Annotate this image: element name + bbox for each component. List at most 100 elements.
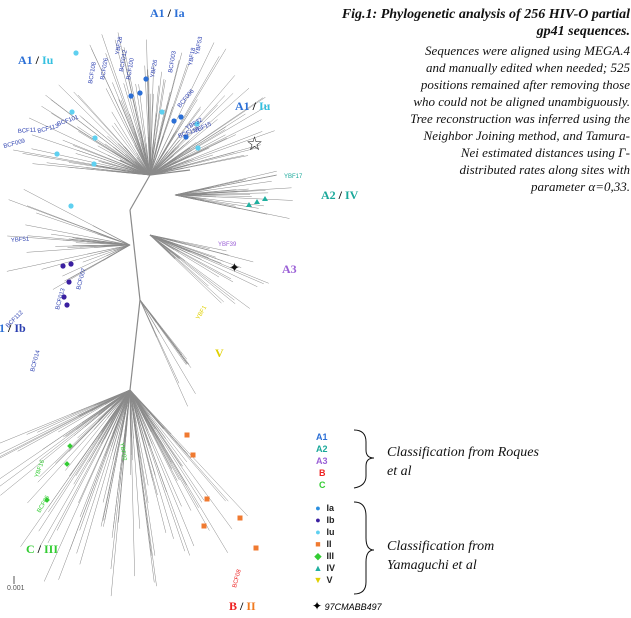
tree-branch [69,445,110,551]
tree-branch [78,429,113,503]
tree-branch [111,125,137,158]
clade-label-a3: A3 [282,262,297,277]
tree-branch [75,242,112,245]
tree-branch [73,422,111,485]
tree-branch [131,455,135,577]
tree-branch [174,194,205,201]
tree-branch [32,163,109,172]
clade-major: A1 [18,53,33,67]
tree-branch [74,405,111,436]
clade-major: A3 [282,262,297,276]
tree-branch [150,93,154,147]
tree-branch [152,85,159,144]
reference-strain-marker-icon: ✦ [229,261,240,276]
tip-marker [204,496,210,502]
clade-minor: IV [345,188,359,202]
tree-branch [26,247,94,253]
clade-label-b-ii: B / II [229,599,256,613]
reference-strain-icon: ✦ [312,599,323,613]
tip-marker [66,279,72,285]
tree-branch [111,111,137,154]
tree-branch [138,125,151,176]
tree-branch [163,428,226,502]
tree-branches [0,32,293,597]
legend-item: ● Iu [312,526,335,538]
tip-marker [143,76,149,82]
tree-branch [97,389,131,440]
tree-branch [149,234,177,241]
tree-branch [165,438,233,530]
tree-branch [139,299,159,324]
taxon-label: BCF026 [100,57,110,80]
tree-branch [175,258,224,303]
tree-branch [188,144,261,165]
tree-branch [156,337,188,407]
figure-caption: Fig.1: Phylogenetic analysis of 256 HIV-… [330,6,630,195]
tree-branch [79,389,131,417]
tree-branch [73,145,124,165]
tree-branch [0,413,72,444]
tree-branch [55,415,105,464]
tree-branch [139,299,158,338]
tree-branch [154,429,203,503]
tree-branch [25,224,94,239]
tip-marker [159,109,165,115]
tree-branch [149,169,191,176]
tree-branch [129,389,151,413]
tree-branch [124,159,151,176]
tree-branch [76,447,112,554]
tree-branch [170,147,208,166]
tree-branch [215,202,290,219]
tree-branch [156,322,187,365]
tree-branch [6,253,87,272]
tree-branch [28,117,108,156]
legend-item: B [319,468,326,478]
tree-branch [182,155,245,169]
tree-branch [142,425,167,493]
clade-major: A2 [321,188,336,202]
clade-major: V [215,346,224,360]
tree-branch [112,389,131,452]
tree-branch [0,415,78,454]
tree-branch [174,56,220,134]
tree-branch [93,389,131,406]
tree-branch [174,249,220,278]
legend-item: ▼ V [313,575,333,585]
tip-marker [64,302,70,308]
tip-marker [171,118,177,124]
tree-branch [110,389,131,407]
tree-branch [149,159,190,176]
tree-branch [86,244,131,255]
tree-branch [79,115,126,155]
tree-branch [162,63,188,137]
legend-item: ● Ib [312,514,335,526]
tree-branch [147,421,180,481]
tree-branch [191,251,269,284]
tree-branch [58,84,119,144]
circle-icon: ● [315,515,321,525]
tree-branch [115,389,131,416]
tree-branch [77,126,125,159]
tree-branch [104,389,131,440]
tip-marker [184,432,190,438]
clade-minor: Ia [174,6,185,20]
taxon-label: BCF108 [88,61,98,84]
tree-branch [210,175,277,189]
tree-branch [184,155,249,169]
clade-major: B [229,599,238,613]
tree-branch [177,241,229,256]
tree-branch [102,435,121,521]
tree-branch [89,44,130,130]
tree-branch [156,320,187,360]
tree-branch [103,437,121,527]
tree-branch [77,94,126,148]
tree-branch [174,187,211,196]
tree-branch [77,150,125,167]
tree-branch [79,245,113,248]
legend-roques: A1 A2 A3 B C [316,431,328,491]
tree-branch [164,446,228,553]
tree-branch [152,113,157,154]
tree-branch [156,92,171,147]
